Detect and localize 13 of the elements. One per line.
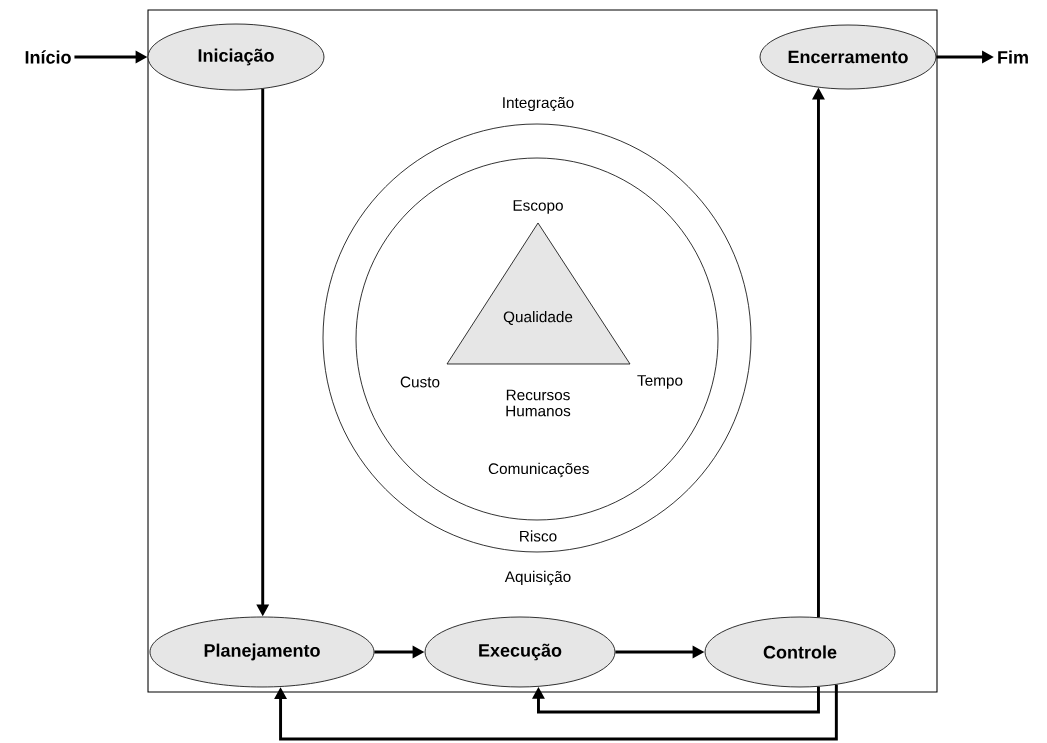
arrow bbox=[274, 684, 838, 741]
region-label: Escopo bbox=[513, 200, 563, 214]
region-label: Recursos Humanos bbox=[506, 389, 571, 417]
region-label: Aquisição bbox=[504, 570, 571, 586]
terminal-label: Início bbox=[25, 50, 71, 64]
region-label: Risco bbox=[520, 530, 557, 542]
terminal-label: Fim bbox=[998, 50, 1028, 64]
region-label: Tempo bbox=[637, 375, 683, 389]
arrow bbox=[532, 686, 820, 714]
region-label: Integração bbox=[503, 96, 574, 112]
region-label: Comunicações bbox=[488, 462, 589, 478]
region-label: Custo bbox=[400, 376, 440, 388]
triangle: Qualidade bbox=[446, 222, 631, 365]
